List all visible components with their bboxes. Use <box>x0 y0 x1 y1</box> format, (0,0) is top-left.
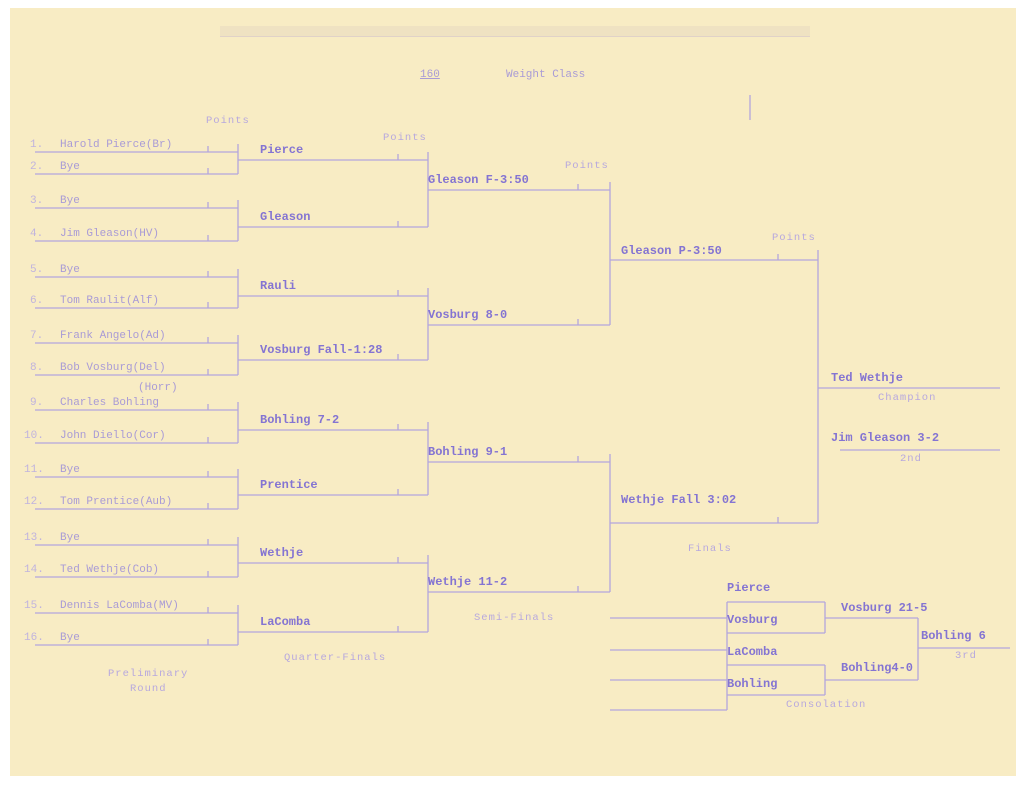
finals-label: Finals <box>688 543 732 555</box>
final-entrant: Gleason P-3:50 <box>621 244 722 258</box>
quarter-final-winner: Vosburg Fall-1:28 <box>260 343 383 357</box>
points-label: Points <box>383 132 427 144</box>
preliminary-entrant: Bye <box>60 161 80 173</box>
preliminary-entrant: Bye <box>60 264 80 276</box>
preliminary-entrant: Tom Prentice(Aub) <box>60 496 173 508</box>
seed-number: 3. <box>30 195 44 207</box>
preliminary-entrant: Frank Angelo(Ad) <box>60 330 166 342</box>
weight-class-label: Weight Class <box>506 69 586 81</box>
quarter-final-winner: Pierce <box>260 143 304 157</box>
consolation-round2: Vosburg 21-5 <box>841 601 928 615</box>
preliminary-entrant: Charles Bohling <box>60 397 160 409</box>
semi-final-winner: Vosburg 8-0 <box>428 308 508 322</box>
seed-number: 2. <box>30 161 44 173</box>
header-illegible-title <box>220 26 810 37</box>
seed-number: 15. <box>24 600 44 612</box>
scanned-bracket-sheet <box>10 8 1016 776</box>
seed-number: 1. <box>30 139 44 151</box>
consolation-entrant: Pierce <box>727 581 771 595</box>
third-place-name: Bohling 6 <box>921 629 986 643</box>
points-label: Points <box>206 115 250 127</box>
quarter-final-winner: Bohling 7-2 <box>260 413 340 427</box>
semi-final-winner: Gleason F-3:50 <box>428 173 529 187</box>
second-place-name: Jim Gleason 3-2 <box>831 431 940 445</box>
preliminary-entrant: Bye <box>60 464 80 476</box>
seed-number: 7. <box>30 330 44 342</box>
champion-label: Champion <box>878 392 937 404</box>
preliminary-entrant: Bye <box>60 632 80 644</box>
quarter-finals-label: Quarter-Finals <box>284 652 387 664</box>
preliminary-entrant: Bob Vosburg(Del) <box>60 362 166 374</box>
points-label: Points <box>565 160 609 172</box>
points-label: Points <box>772 232 816 244</box>
seed-number: 11. <box>24 464 44 476</box>
consolation-entrant: Vosburg <box>727 613 778 627</box>
seed-number: 8. <box>30 362 44 374</box>
final-entrant: Wethje Fall 3:02 <box>621 493 737 507</box>
seed-number: 13. <box>24 532 44 544</box>
semi-final-winner: Wethje 11-2 <box>428 575 508 589</box>
preliminary-entrant: Bye <box>60 195 80 207</box>
horr-note: (Horr) <box>138 382 178 394</box>
seed-number: 12. <box>24 496 44 508</box>
preliminary-entrant: John Diello(Cor) <box>60 430 166 442</box>
seed-number: 9. <box>30 397 44 409</box>
consolation-entrant: LaComba <box>727 645 778 659</box>
preliminary-entrant: Tom Raulit(Alf) <box>60 295 160 307</box>
consolation-label: Consolation <box>786 699 867 711</box>
quarter-final-winner: LaComba <box>260 615 311 629</box>
second-place-label: 2nd <box>900 453 922 465</box>
preliminary-entrant: Dennis LaComba(MV) <box>60 600 179 612</box>
seed-number: 6. <box>30 295 44 307</box>
seed-number: 4. <box>30 228 44 240</box>
preliminary-entrant: Jim Gleason(HV) <box>60 228 160 240</box>
preliminary-round-label: Round <box>130 683 167 695</box>
consolation-round2: Bohling4-0 <box>841 661 914 675</box>
champion-name: Ted Wethje <box>831 371 904 385</box>
quarter-final-winner: Gleason <box>260 210 311 224</box>
seed-number: 5. <box>30 264 44 276</box>
preliminary-entrant: Bye <box>60 532 80 544</box>
quarter-final-winner: Prentice <box>260 478 318 492</box>
third-place-label: 3rd <box>955 650 977 662</box>
weight-class-value: 160 <box>420 69 440 81</box>
preliminary-entrant: Harold Pierce(Br) <box>60 139 173 151</box>
seed-number: 16. <box>24 632 44 644</box>
preliminary-round-label: Preliminary <box>108 668 189 680</box>
seed-number: 14. <box>24 564 44 576</box>
consolation-entrant: Bohling <box>727 677 778 691</box>
preliminary-entrant: Ted Wethje(Cob) <box>60 564 160 576</box>
quarter-final-winner: Rauli <box>260 279 297 293</box>
seed-number: 10. <box>24 430 44 442</box>
semi-final-winner: Bohling 9-1 <box>428 445 508 459</box>
semi-finals-label: Semi-Finals <box>474 612 555 624</box>
quarter-final-winner: Wethje <box>260 546 304 560</box>
